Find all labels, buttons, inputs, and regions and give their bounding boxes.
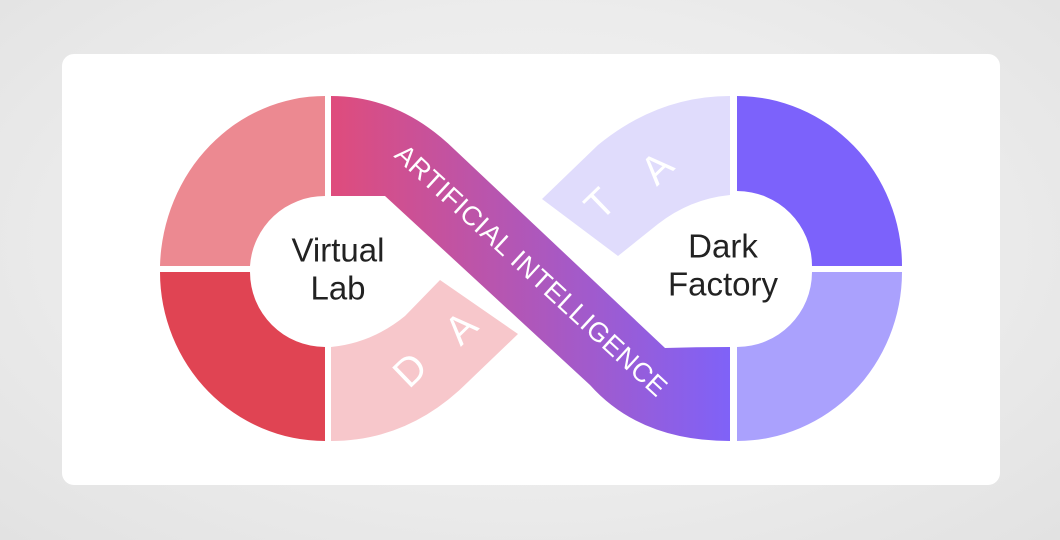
virtual-lab-label-line1: Virtual (292, 232, 385, 269)
right-upper-quadrant (737, 96, 902, 266)
right-lower-quadrant (737, 272, 902, 441)
right-inner-upper-quadrant (542, 96, 730, 256)
dark-factory-label-line2: Factory (668, 266, 779, 303)
ai-band (331, 96, 730, 441)
dark-factory-label-line1: Dark (688, 228, 758, 265)
virtual-lab-label-line2: Lab (310, 270, 365, 307)
left-upper-quadrant (160, 95, 325, 266)
left-inner-lower-quadrant (331, 280, 518, 441)
left-lower-quadrant (160, 272, 325, 441)
